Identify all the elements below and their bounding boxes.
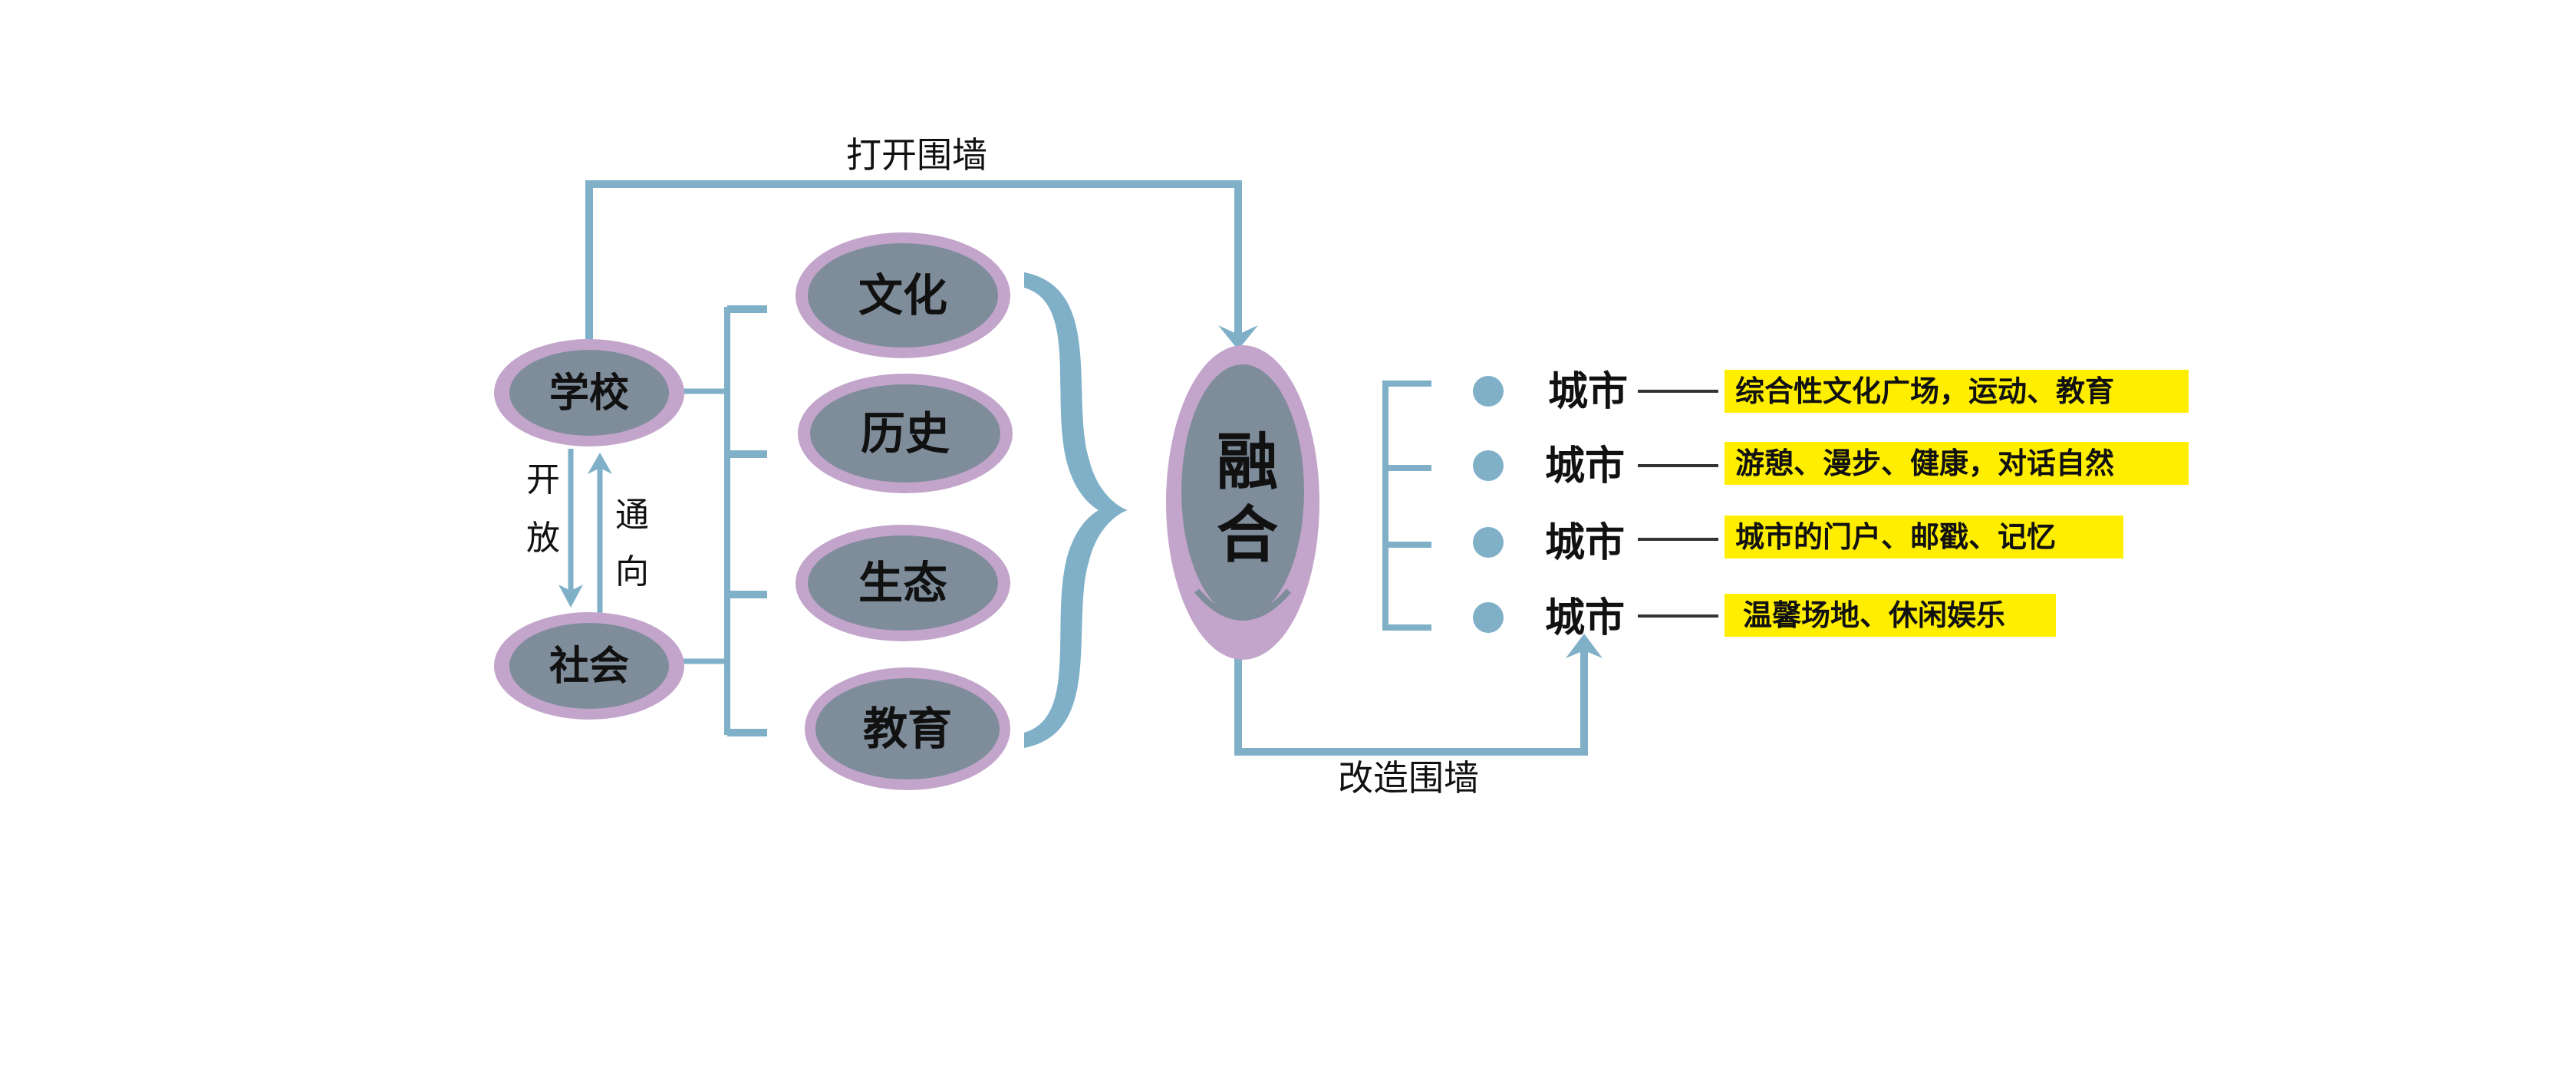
output-city-4: 城市 [1545,595,1625,641]
highlight-box [1724,370,2189,413]
output-city-2: 城市 [1545,443,1625,489]
fusion-label-2: 合 [1217,499,1278,571]
output-city-3: 城市 [1545,520,1625,566]
output-text-1: 综合性文化广场，运动、教育 [1735,374,2114,408]
education-label: 教育 [863,703,952,755]
edge-label-rebuild-wall: 改造围墙 [1338,757,1479,799]
open-wall-connector: 打开围墙 [585,134,1258,350]
output-row-1: 城市 综合性文化广场，运动、教育 [1473,369,2189,415]
edge-label-open-1: 开 [526,460,560,499]
bullet-dot-icon [1473,527,1504,558]
school-society-arrows: 开 放 通 向 [526,449,649,614]
fusion-label-1: 融 [1217,427,1278,498]
rebuild-wall-connector: 改造围墙 [1234,634,1603,799]
output-row-2: 城市 游憩、漫步、健康，对话自然 [1473,442,2189,489]
bullet-dot-icon [1473,450,1504,481]
highlight-box [1724,442,2189,485]
edge-label-toward-2: 向 [615,552,649,591]
highlight-box [1724,594,2056,637]
arrowhead-down-icon [558,585,583,608]
output-text-2: 游憩、漫步、健康，对话自然 [1735,446,2114,480]
curly-brace [1024,272,1128,748]
fusion-node: 融 合 [1166,345,1319,660]
output-text-4: 温馨场地、休闲娱乐 [1743,598,2005,632]
school-label: 学校 [549,371,629,417]
edge-label-open-2: 放 [526,519,560,558]
arrowhead-up-icon [588,453,612,474]
education-node: 教育 [805,667,1010,790]
arrowhead-down-icon [1218,325,1258,350]
edge-label-open-wall: 打开围墙 [846,134,987,176]
society-node: 社会 [494,612,684,720]
output-row-3: 城市 城市的门户、邮戳、记忆 [1473,516,2123,566]
history-node: 历史 [798,374,1013,493]
culture-label: 文化 [858,269,947,321]
right-bracket [1382,381,1431,631]
ecology-label: 生态 [858,557,947,609]
school-node: 学校 [494,339,684,446]
bullet-dot-icon [1473,376,1504,407]
bullet-dot-icon [1473,602,1504,633]
history-label: 历史 [861,407,950,460]
output-city-1: 城市 [1548,369,1628,415]
output-text-3: 城市的门户、邮戳、记忆 [1735,520,2056,554]
culture-node: 文化 [796,232,1010,358]
output-row-4: 城市 温馨场地、休闲娱乐 [1473,594,2056,641]
left-bracket [681,305,767,736]
ecology-node: 生态 [796,525,1010,641]
society-label: 社会 [549,644,629,690]
arrowhead-up-icon [1566,634,1603,658]
edge-label-toward-1: 通 [615,496,649,535]
highlight-box [1724,516,2123,558]
